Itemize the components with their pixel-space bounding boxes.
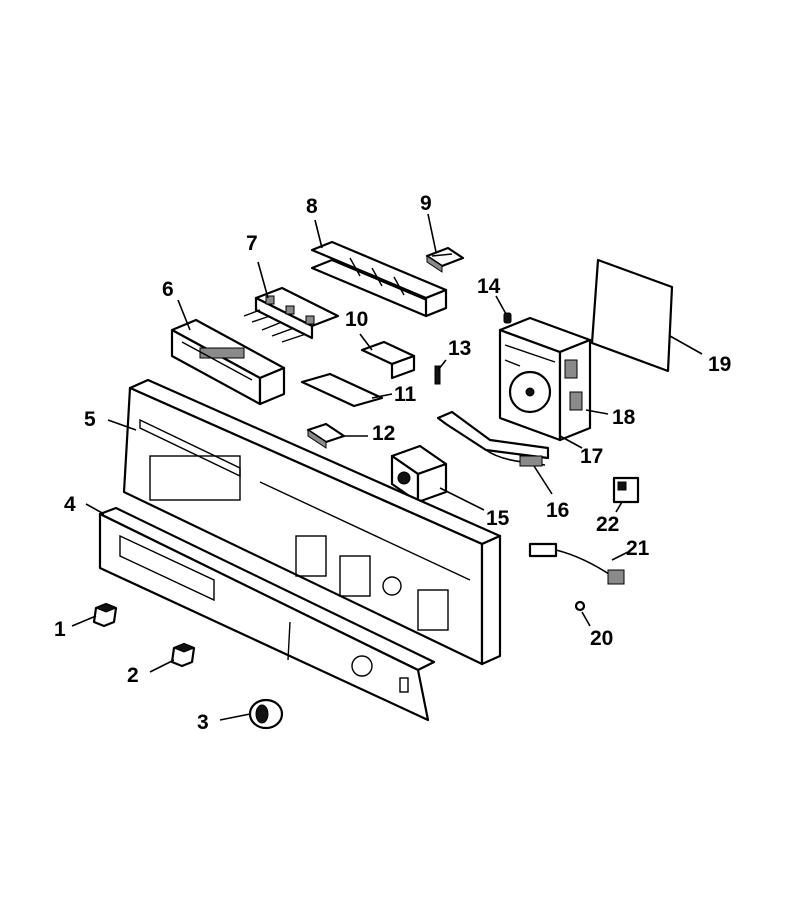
leader-lines [71, 213, 703, 721]
callout-19: 19 [708, 353, 732, 376]
part-1-button [92, 602, 118, 628]
part-7-switch-bank [243, 286, 340, 343]
part-12-switch [306, 422, 346, 449]
part-16-wire-harness [485, 449, 546, 467]
callout-11: 11 [394, 383, 417, 406]
part-17-lever [436, 410, 550, 460]
callout-9: 9 [420, 192, 432, 215]
part-8-bracket [310, 240, 448, 318]
callout-4: 4 [64, 493, 76, 516]
part-14-pin [503, 312, 512, 324]
callout-16: 16 [546, 499, 570, 522]
part-22-switch [612, 476, 640, 504]
callout-18: 18 [612, 406, 636, 429]
callout-21: 21 [626, 537, 650, 560]
part-15-block [390, 444, 448, 504]
part-13-screw [434, 365, 441, 385]
callout-15: 15 [486, 507, 510, 530]
callout-3: 3 [197, 711, 209, 734]
callout-2: 2 [127, 664, 139, 687]
callout-6: 6 [162, 278, 174, 301]
part-9-connector [425, 246, 465, 273]
part-19-panel-sheet [590, 258, 674, 373]
callout-17: 17 [580, 445, 604, 468]
callout-1: 1 [54, 618, 66, 641]
part-18-timer-module [498, 316, 592, 442]
callout-10: 10 [345, 308, 369, 331]
callout-12: 12 [372, 422, 396, 445]
part-10-clip [360, 340, 416, 380]
callout-20: 20 [590, 627, 614, 650]
part-2-button [170, 642, 196, 668]
callout-8: 8 [306, 195, 318, 218]
part-3-knob [248, 698, 284, 730]
part-6-switch-housing [170, 318, 286, 406]
part-4-front-panel [98, 506, 436, 722]
part-5-control-panel [122, 378, 502, 666]
part-11-plate [300, 372, 384, 408]
callout-14: 14 [477, 275, 501, 298]
callout-7: 7 [246, 232, 258, 255]
callout-5: 5 [84, 408, 96, 431]
callout-13: 13 [448, 337, 472, 360]
part-21-wiring [528, 542, 625, 585]
callout-22: 22 [596, 513, 620, 536]
part-20-washer [574, 600, 586, 612]
